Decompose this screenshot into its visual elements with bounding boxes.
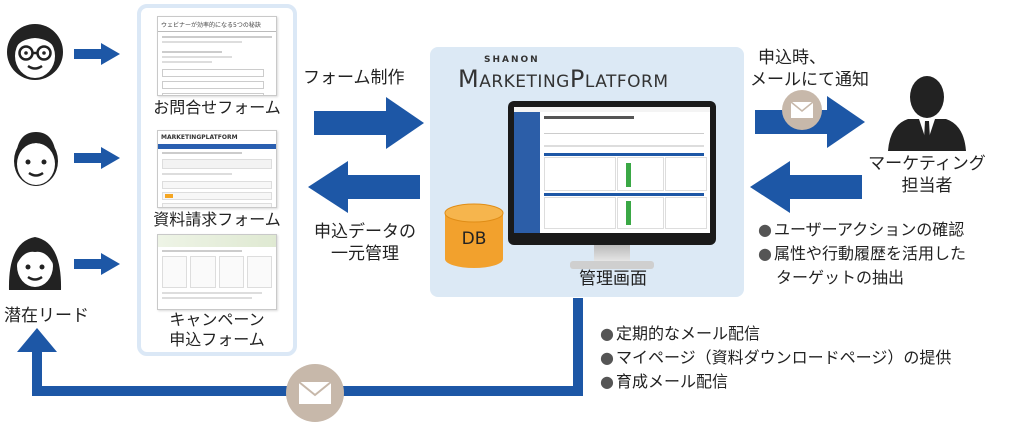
person-man-icon — [8, 128, 64, 188]
mail-notification-icon — [782, 90, 822, 130]
database-icon: DB — [444, 203, 504, 269]
inquiry-form-thumbnail: ウェビナーが効率的になる5つの秘訣 — [157, 16, 277, 96]
inquiry-thumb-title: ウェビナーが効率的になる5つの秘訣 — [158, 17, 276, 32]
notification-label-line2: メールにて通知 — [750, 70, 869, 90]
data-management-label-line2: 一元管理 — [331, 244, 399, 264]
campaign-form-label-line1: キャンペーン — [169, 310, 265, 329]
list-item: ●属性や行動履歴を活用した — [758, 244, 966, 263]
inquiry-form-label: お問合せフォーム — [153, 98, 281, 117]
arrow-right-icon — [74, 43, 120, 65]
notification-label-line1: 申込時、 — [758, 48, 826, 68]
marketer-label-line2: 担当者 — [901, 176, 953, 196]
marketing-platform-logo: MARKETINGPLATFORM — [458, 65, 669, 93]
person-woman-icon — [6, 232, 64, 294]
marketing-platform-panel: SHANON MARKETINGPLATFORM — [430, 47, 744, 297]
person-glasses-icon — [6, 23, 64, 81]
admin-screen-label: 管理画面 — [579, 269, 647, 289]
list-item: ●育成メール配信 — [600, 372, 728, 391]
shanon-logo-text: SHANON — [484, 55, 540, 65]
arrow-left-icon — [750, 161, 862, 213]
brochure-thumb-logo: MARKETINGPLATFORM — [161, 134, 238, 141]
marketer-uses-list: ●ユーザーアクションの確認 ●属性や行動履歴を活用した ターゲットの抽出 — [758, 218, 966, 290]
mail-icon — [286, 364, 344, 422]
leads-label: 潜在リード — [4, 306, 89, 326]
lead-outputs-list: ●定期的なメール配信 ●マイページ（資料ダウンロードページ）の提供 ●育成メール… — [600, 322, 951, 394]
list-item: ●定期的なメール配信 — [600, 324, 760, 343]
brochure-form-label: 資料請求フォーム — [153, 210, 281, 229]
form-creation-label: フォーム制作 — [303, 68, 405, 88]
list-item: ●ユーザーアクションの確認 — [758, 220, 965, 239]
monitor-icon — [508, 101, 716, 273]
arrow-left-icon — [308, 161, 420, 213]
marketer-label-line1: マーケティング — [868, 154, 986, 174]
arrow-right-icon — [314, 97, 424, 149]
data-management-label-line1: 申込データの — [314, 222, 416, 242]
campaign-form-thumbnail — [157, 234, 277, 310]
forms-panel: ウェビナーが効率的になる5つの秘訣 お問合せフォーム MARKETINGPLAT… — [137, 4, 297, 356]
arrow-right-icon — [74, 253, 120, 275]
list-item: ターゲットの抽出 — [776, 268, 905, 287]
brochure-form-thumbnail: MARKETINGPLATFORM — [157, 130, 277, 208]
db-label: DB — [461, 229, 487, 249]
campaign-form-label-line2: 申込フォーム — [169, 330, 265, 349]
arrow-right-icon — [74, 147, 120, 169]
dashboard-screen — [514, 107, 710, 233]
marketer-icon — [886, 73, 968, 155]
list-item: ●マイページ（資料ダウンロードページ）の提供 — [600, 348, 952, 367]
